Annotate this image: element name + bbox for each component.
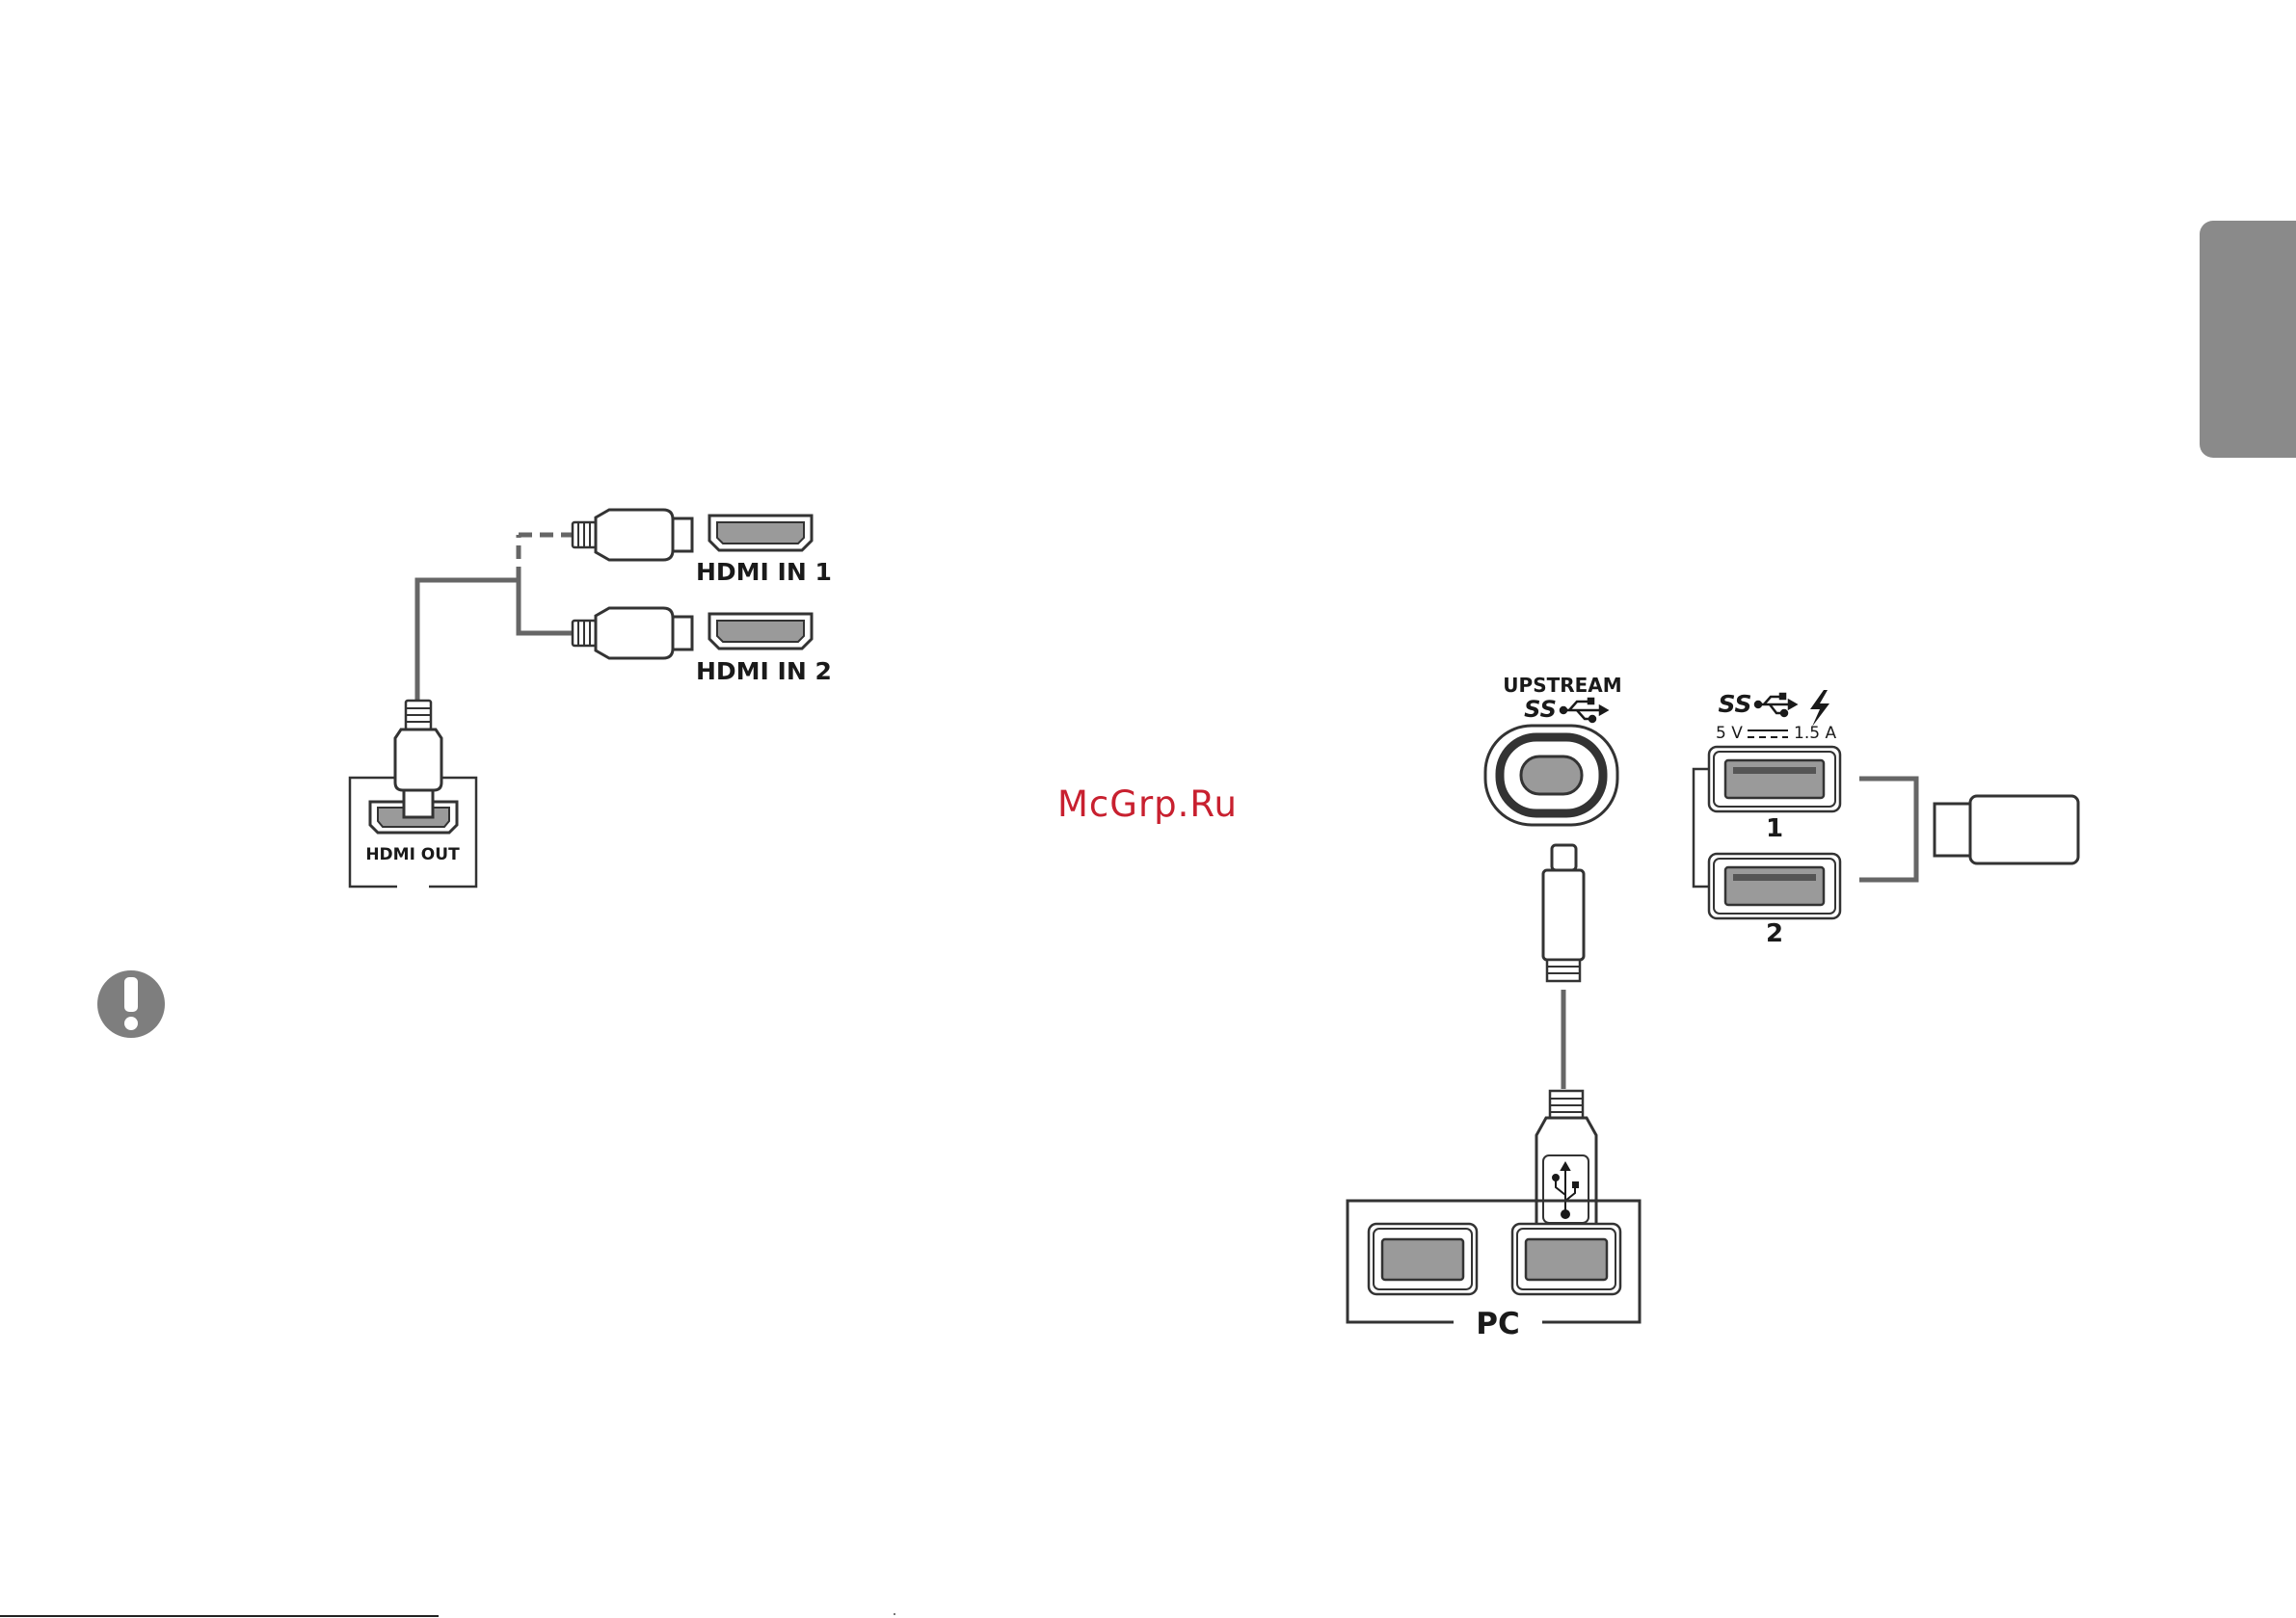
usb-device-cable <box>1859 779 1916 880</box>
footer-rule <box>0 1615 439 1617</box>
pc-label: PC <box>1476 1307 1519 1341</box>
watermark: McGrp.Ru <box>1057 783 1238 825</box>
ss-mark-downstream: SS <box>1718 690 1751 718</box>
port-2-label: 2 <box>1766 919 1783 948</box>
usb-a-port-1 <box>1709 747 1840 811</box>
port-group-bracket <box>1694 769 1709 887</box>
usb-c-plug <box>1543 845 1584 981</box>
usb-a-port-2 <box>1709 854 1840 918</box>
charging-bolt-icon <box>1810 690 1829 727</box>
power-current: 1.5 A <box>1794 724 1836 743</box>
ss-mark-upstream: SS <box>1524 696 1557 723</box>
usb-c-upstream-port <box>1485 726 1617 825</box>
port-1-label: 1 <box>1766 814 1783 843</box>
dc-symbol-icon <box>1748 730 1788 737</box>
usb-flash-drive <box>1935 796 2078 863</box>
footer-mark <box>894 1613 895 1615</box>
upstream-label: UPSTREAM <box>1503 674 1621 697</box>
usb-trident-icon-downstream <box>1755 694 1796 716</box>
usb-trident-icon <box>1561 699 1607 722</box>
power-voltage: 5 V <box>1716 724 1743 743</box>
